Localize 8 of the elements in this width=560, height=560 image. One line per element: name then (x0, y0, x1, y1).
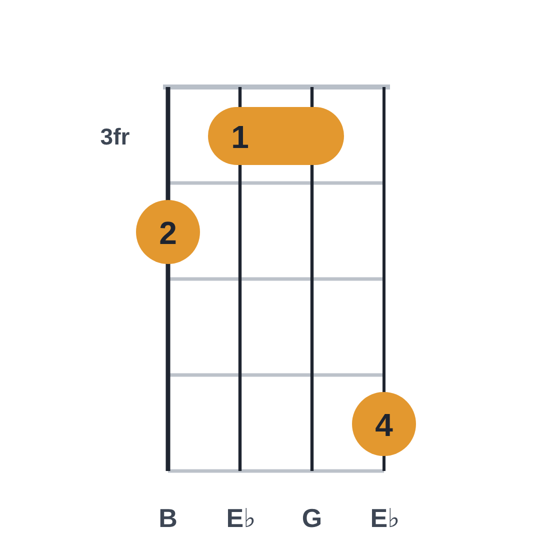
finger-number: 2 (159, 217, 177, 249)
finger-number: 1 (231, 121, 249, 153)
finger-number: 4 (375, 409, 393, 441)
string-name: E♭ (226, 505, 256, 531)
string-name: E♭ (370, 505, 400, 531)
fret-position-label: 3fr (100, 126, 130, 148)
string-name: B (158, 505, 178, 531)
string-name: G (302, 505, 322, 531)
